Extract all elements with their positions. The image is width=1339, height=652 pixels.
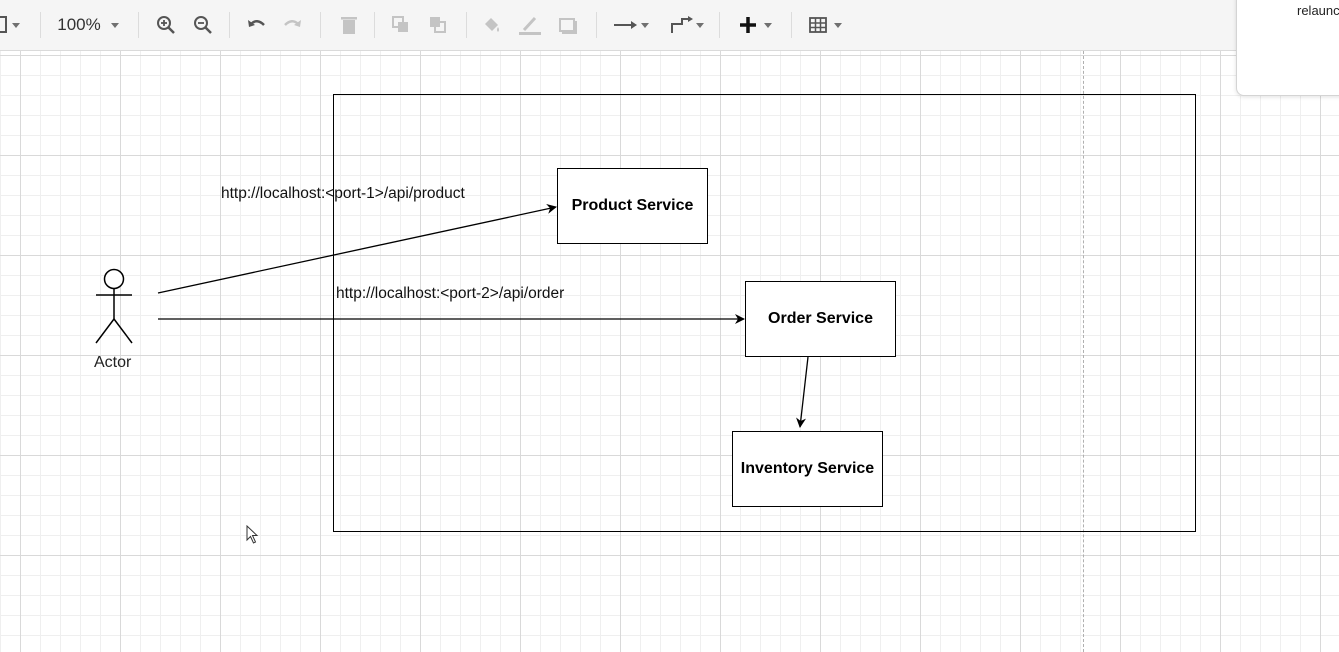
shadow-icon (559, 18, 577, 34)
zoom-in-button[interactable] (153, 12, 179, 38)
edge-order-to-inventory[interactable] (796, 356, 809, 428)
line-color-button[interactable] (517, 12, 543, 38)
page-break-line (1083, 51, 1084, 652)
order-service-node[interactable]: Order Service (745, 281, 896, 357)
zoom-out-icon (194, 16, 212, 34)
product-service-label: Product Service (571, 197, 694, 214)
chevron-down-icon (695, 22, 704, 28)
page-format-button[interactable] (0, 12, 26, 38)
toolbar-separator (791, 12, 792, 38)
inventory-service-label: Inventory Service (740, 460, 875, 477)
page-format-icon (0, 16, 20, 33)
toolbar-separator (138, 12, 139, 38)
toolbar-separator (320, 12, 321, 38)
redo-icon (284, 20, 301, 27)
insert-icon (740, 17, 756, 33)
chevron-down-icon (110, 22, 119, 28)
order-url-label[interactable]: http://localhost:<port-2>/api/order (336, 285, 565, 302)
zoom-out-button[interactable] (190, 12, 216, 38)
table-button[interactable] (803, 12, 847, 38)
diagram-edges (95, 204, 809, 428)
actor-figure[interactable] (95, 268, 133, 344)
delete-icon (341, 17, 357, 34)
to-back-icon (430, 17, 446, 33)
edge-actor-to-product[interactable] (157, 204, 557, 294)
actor-label[interactable]: Actor (94, 354, 132, 371)
to-front-icon (392, 16, 408, 32)
fill-color-icon (485, 18, 499, 32)
mouse-cursor-icon (246, 525, 259, 544)
toolbar-separator (466, 12, 467, 38)
system-boundary-box[interactable] (333, 94, 1196, 532)
insert-button[interactable] (733, 12, 777, 38)
fill-color-button[interactable] (479, 12, 505, 38)
drawing-canvas[interactable]: Product Service Order Service Inventory … (0, 51, 1339, 652)
chevron-down-icon (764, 22, 772, 28)
toolbar: 100% (0, 0, 1339, 51)
to-front-button[interactable] (388, 12, 414, 38)
toolbar-separator (40, 12, 41, 38)
toolbar-separator (719, 12, 720, 38)
toolbar-separator (374, 12, 375, 38)
waypoints-icon (670, 16, 693, 33)
connection-button[interactable] (608, 12, 652, 38)
toolbar-separator (229, 12, 230, 38)
waypoints-button[interactable] (664, 12, 708, 38)
chevron-down-icon (640, 22, 649, 28)
to-back-button[interactable] (425, 12, 451, 38)
connection-icon (613, 21, 637, 29)
line-color-icon (519, 16, 541, 35)
zoom-in-icon (157, 16, 175, 34)
table-icon (809, 17, 827, 33)
shadow-button[interactable] (555, 12, 581, 38)
notification-popup[interactable]: relaunc (1236, 0, 1339, 96)
undo-button[interactable] (243, 12, 269, 38)
toolbar-separator (596, 12, 597, 38)
chevron-down-icon (834, 22, 842, 28)
order-service-label: Order Service (768, 310, 873, 327)
delete-button[interactable] (336, 12, 362, 38)
product-service-node[interactable]: Product Service (557, 168, 708, 244)
zoom-dropdown[interactable]: 100% (52, 12, 124, 38)
popup-text: relaunc (1297, 3, 1339, 18)
zoom-level: 100% (57, 15, 101, 34)
inventory-service-node[interactable]: Inventory Service (732, 431, 883, 507)
redo-button[interactable] (280, 12, 306, 38)
product-url-label[interactable]: http://localhost:<port-1>/api/product (221, 185, 465, 202)
undo-icon (248, 20, 265, 27)
